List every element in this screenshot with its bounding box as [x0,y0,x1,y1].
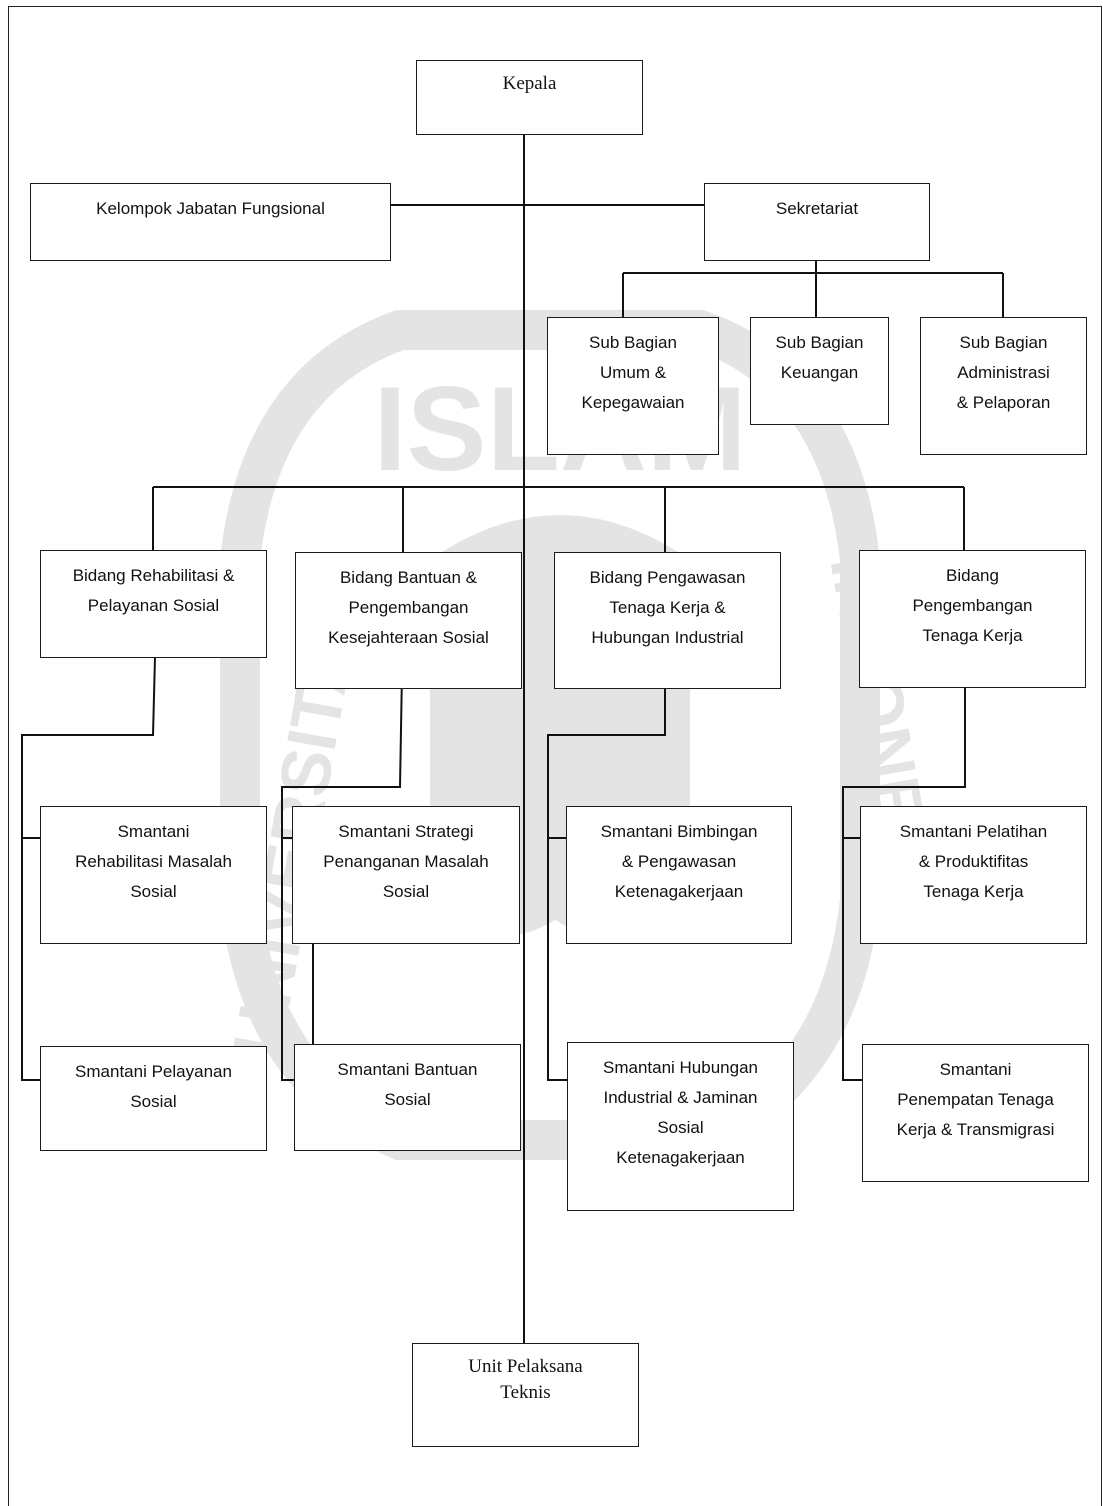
unit-box: Smantani Rehabilitasi Masalah Sosial [40,806,267,944]
unit-label: Smantani Pelayanan Sosial [75,1062,232,1111]
division-box: Bidang Pengawasan Tenaga Kerja & Hubunga… [554,552,781,689]
technical-unit-box: Unit Pelaksana Teknis [412,1343,639,1447]
division-box: Bidang Rehabilitasi & Pelayanan Sosial [40,550,267,658]
head-box: Kepala [416,60,643,135]
unit-box: Smantani Penempatan Tenaga Kerja & Trans… [862,1044,1089,1182]
division-box: Bidang Pengembangan Tenaga Kerja [859,550,1086,688]
sub-section-box: Sub Bagian Keuangan [750,317,889,425]
division-box: Bidang Bantuan & Pengembangan Kesejahter… [295,552,522,689]
unit-box: Smantani Bimbingan & Pengawasan Ketenaga… [566,806,792,944]
unit-label: Smantani Hubungan Industrial & Jaminan S… [602,1058,758,1167]
division-label: Bidang Bantuan & Pengembangan Kesejahter… [328,568,489,647]
technical-unit-label: Unit Pelaksana Teknis [468,1356,583,1403]
division-label: Bidang Pengembangan Tenaga Kerja [912,566,1033,645]
secretariat-label: Sekretariat [775,199,859,218]
unit-box: Smantani Pelayanan Sosial [40,1046,267,1151]
functional-group-label: Kelompok Jabatan Fungsional [96,199,325,218]
unit-label: Smantani Bantuan Sosial [337,1060,478,1109]
sub-section-label: Sub Bagian Umum & Kepegawaian [581,333,685,412]
functional-group-box: Kelompok Jabatan Fungsional [30,183,391,261]
head-label: Kepala [502,73,557,94]
unit-box: Smantani Bantuan Sosial [294,1044,521,1151]
unit-label: Smantani Rehabilitasi Masalah Sosial [75,822,232,901]
secretariat-box: Sekretariat [704,183,930,261]
unit-box: Smantani Pelatihan & Produktifitas Tenag… [860,806,1087,944]
page-frame [8,6,1102,1506]
unit-label: Smantani Pelatihan & Produktifitas Tenag… [899,822,1048,901]
unit-label: Smantani Bimbingan & Pengawasan Ketenaga… [600,822,758,901]
division-label: Bidang Rehabilitasi & Pelayanan Sosial [72,566,235,615]
unit-label: Smantani Strategi Penanganan Masalah Sos… [323,822,489,901]
unit-label: Smantani Penempatan Tenaga Kerja & Trans… [896,1060,1055,1139]
sub-section-box: Sub Bagian Administrasi & Pelaporan [920,317,1087,455]
unit-box: Smantani Hubungan Industrial & Jaminan S… [567,1042,794,1211]
sub-section-label: Sub Bagian Keuangan [775,333,864,382]
division-label: Bidang Pengawasan Tenaga Kerja & Hubunga… [589,568,746,647]
unit-box: Smantani Strategi Penanganan Masalah Sos… [292,806,520,944]
sub-section-label: Sub Bagian Administrasi & Pelaporan [956,333,1051,412]
sub-section-box: Sub Bagian Umum & Kepegawaian [547,317,719,455]
